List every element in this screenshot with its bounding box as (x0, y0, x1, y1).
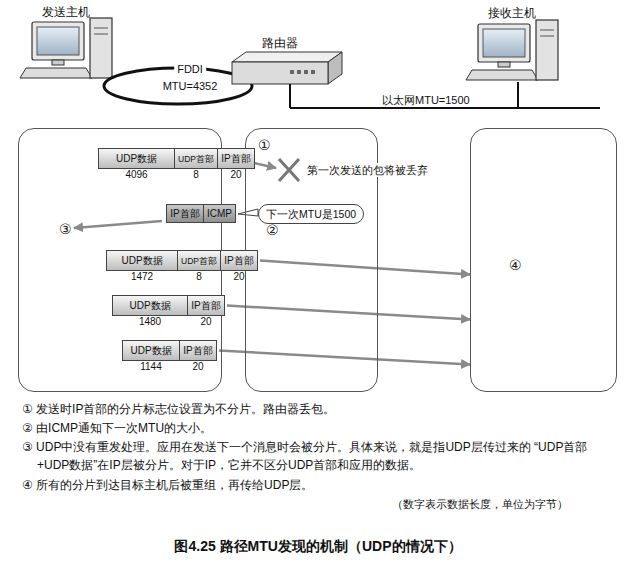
ethernet-cable (290, 107, 600, 109)
link-mtu: MTU=4352 (160, 79, 221, 93)
router (232, 52, 342, 84)
drop-note: 第一次发送的包将被丢弃 (304, 163, 431, 177)
footnote: ③ UDP中没有重发处理。应用在发送下一个消息时会被分片。具体来说，就是指UDP… (22, 438, 618, 474)
byte-count: 20 (230, 169, 241, 181)
icmp-callout: 下一次MTU是1500 (258, 204, 364, 224)
router-side (328, 52, 342, 84)
byte-count: 1480 (139, 316, 161, 328)
cross-stroke (279, 159, 299, 181)
cross-halo (279, 159, 299, 181)
receiver-lane: ④ (470, 128, 617, 392)
packet-field: UDP数据4096 (98, 148, 175, 169)
port (290, 70, 294, 74)
field-name: IP首部 (191, 300, 220, 312)
byte-count: 20 (200, 316, 211, 328)
footnote: ④ 所有的分片到达目标主机后被重组，再传给UDP层。 (22, 476, 618, 494)
byte-count: 20 (233, 271, 244, 283)
packet-field: UDP数据1480 (112, 295, 188, 316)
field-name: IP首部 (221, 153, 250, 165)
footnote: ② 由ICMP通知下一次MTU的大小。 (22, 419, 618, 437)
receiver-computer (466, 20, 558, 80)
drive-slot (94, 34, 108, 35)
byte-count: 1144 (140, 361, 162, 373)
field-name: UDP首部 (181, 255, 217, 267)
callout-number: ④ (509, 257, 522, 273)
keyboard (20, 68, 92, 78)
packet-field: IP首部 (166, 204, 204, 223)
drop-mark (279, 159, 299, 181)
monitor (478, 24, 530, 62)
figure-caption: 图4.25 路径MTU发现的机制（UDP的情况下） (174, 538, 461, 556)
callout-text: 下一次MTU是1500 (266, 207, 356, 221)
keyboard (466, 70, 538, 80)
packet-field: IP首部20 (217, 148, 255, 169)
router-front (232, 62, 328, 84)
router-top (232, 52, 342, 62)
field-name: ICMP (207, 208, 232, 220)
drive-slot (540, 36, 554, 37)
link-mtu: 以太网MTU=1500 (382, 91, 470, 109)
tower (90, 18, 112, 78)
router-ports (290, 70, 315, 74)
stand (498, 62, 510, 67)
icmp-arrow (74, 221, 162, 228)
byte-count: 8 (193, 169, 199, 181)
unit-note: （数字表示数据长度，单位为字节） (392, 495, 568, 513)
packet-field: UDP数据1472 (106, 250, 178, 271)
field-name: UDP数据 (121, 255, 162, 267)
screen (37, 27, 79, 55)
field-name: UDP数据 (130, 345, 171, 357)
packet-field: IP首部20 (187, 295, 225, 316)
fragment-arrow (227, 306, 470, 320)
tower (536, 20, 558, 80)
drive-slot (94, 28, 108, 29)
callout-number: ① (258, 137, 271, 153)
field-name: IP首部 (183, 345, 212, 357)
port (297, 70, 301, 74)
packet-field: UDP首部8 (174, 148, 218, 169)
field-name: IP首部 (224, 255, 253, 267)
router-drop (289, 84, 291, 108)
screen (483, 29, 525, 57)
fragment-arrow (260, 261, 470, 275)
packet-field: IP首部20 (220, 250, 258, 271)
link-name: FDDI (174, 62, 206, 76)
callout-number: ② (266, 222, 279, 238)
packet-field: IP首部20 (179, 340, 217, 361)
drive-slot (540, 30, 554, 31)
device-name: 路由器 (262, 34, 298, 52)
stand (52, 60, 64, 65)
packet-field: UDP数据1144 (122, 340, 180, 361)
field-name: IP首部 (170, 208, 199, 220)
fragment-arrow (219, 351, 470, 365)
byte-count: 8 (196, 271, 202, 283)
host-name: 发送主机 (42, 3, 90, 21)
field-name: UDP数据 (116, 153, 157, 165)
callout-tail (238, 209, 258, 216)
receiver-drop (517, 82, 519, 108)
byte-count: 1472 (131, 271, 153, 283)
cross-halo (279, 159, 299, 181)
packet-field: ICMP (203, 204, 236, 223)
field-name: UDP数据 (129, 300, 170, 312)
port (304, 70, 308, 74)
field-name: UDP首部 (178, 153, 214, 165)
byte-count: 20 (192, 361, 203, 373)
packet-field: UDP首部8 (177, 250, 221, 271)
byte-count: 4096 (125, 169, 147, 181)
port (311, 70, 315, 74)
callout-number: ③ (59, 221, 72, 237)
footnote: ① 发送时IP首部的分片标志位设置为不分片。路由器丢包。 (22, 400, 618, 418)
host-name: 接收主机 (488, 4, 536, 22)
sender-computer (20, 18, 112, 78)
monitor (32, 22, 84, 60)
cross-stroke (279, 159, 299, 181)
